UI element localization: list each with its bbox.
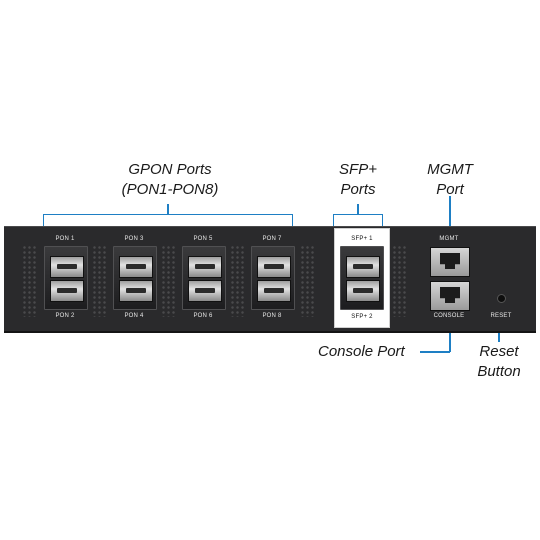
console-leader-horizontal [420, 351, 450, 353]
sfp-ports-subtitle: Ports [340, 181, 376, 198]
port-label-pon4: PON 4 [124, 313, 144, 319]
olt-front-panel: PON 1 PON 3 PON 5 PON 7 PON 2 PON 4 PON … [4, 226, 536, 333]
port-pon2[interactable] [50, 280, 84, 302]
port-label-pon2: PON 2 [55, 313, 75, 319]
port-pon1[interactable] [50, 256, 84, 278]
console-port-callout: Console Port [318, 343, 405, 360]
port-pon4[interactable] [119, 280, 153, 302]
gpon-cage [44, 246, 88, 310]
sfp-plus-section: SFP+ 1 SFP+ 2 [334, 228, 390, 328]
gpon-ports-title: GPON Ports [128, 161, 212, 178]
vent-grille [392, 245, 408, 317]
gpon-cage [182, 246, 226, 310]
gpon-ports-callout: GPON Ports (PON1-PON8) [105, 160, 235, 200]
vent-grille [161, 245, 177, 317]
port-console[interactable] [430, 281, 470, 311]
sfp-cage [340, 246, 384, 310]
vent-grille [92, 245, 108, 317]
reset-button[interactable] [497, 294, 506, 303]
port-label-reset: RESET [490, 313, 512, 319]
sfp-bracket-stem [357, 204, 359, 215]
gpon-ports-range: (PON1-PON8) [121, 181, 219, 198]
gpon-cage [251, 246, 295, 310]
port-label-console: CONSOLE [433, 313, 465, 319]
port-mgmt[interactable] [430, 247, 470, 277]
port-label-pon7: PON 7 [262, 236, 282, 242]
reset-button-subtitle: Button [477, 363, 521, 380]
port-label-sfp2: SFP+ 2 [351, 314, 373, 320]
gpon-bracket-stem [167, 204, 169, 215]
port-sfp-plus-1[interactable] [346, 256, 380, 278]
mgmt-leader-line [449, 196, 451, 254]
port-pon3[interactable] [119, 256, 153, 278]
port-label-sfp1: SFP+ 1 [351, 236, 373, 242]
reset-button-title: Reset [479, 343, 519, 360]
vent-grille [230, 245, 246, 317]
vent-grille [22, 245, 38, 317]
port-label-pon8: PON 8 [262, 313, 282, 319]
port-label-mgmt: MGMT [439, 236, 459, 242]
port-pon5[interactable] [188, 256, 222, 278]
mgmt-port-title: MGMT [427, 161, 473, 178]
port-label-pon5: PON 5 [193, 236, 213, 242]
mgmt-port-callout: MGMT Port [412, 160, 488, 200]
port-sfp-plus-2[interactable] [346, 280, 380, 302]
port-label-pon6: PON 6 [193, 313, 213, 319]
reset-button-callout: Reset Button [462, 342, 536, 382]
sfp-ports-title: SFP+ [339, 161, 377, 178]
mgmt-port-subtitle: Port [436, 181, 464, 198]
sfp-ports-callout: SFP+ Ports [318, 160, 398, 200]
port-pon7[interactable] [257, 256, 291, 278]
port-pon6[interactable] [188, 280, 222, 302]
gpon-cage [113, 246, 157, 310]
vent-grille [300, 245, 316, 317]
port-label-pon1: PON 1 [55, 236, 75, 242]
port-label-pon3: PON 3 [124, 236, 144, 242]
port-pon8[interactable] [257, 280, 291, 302]
